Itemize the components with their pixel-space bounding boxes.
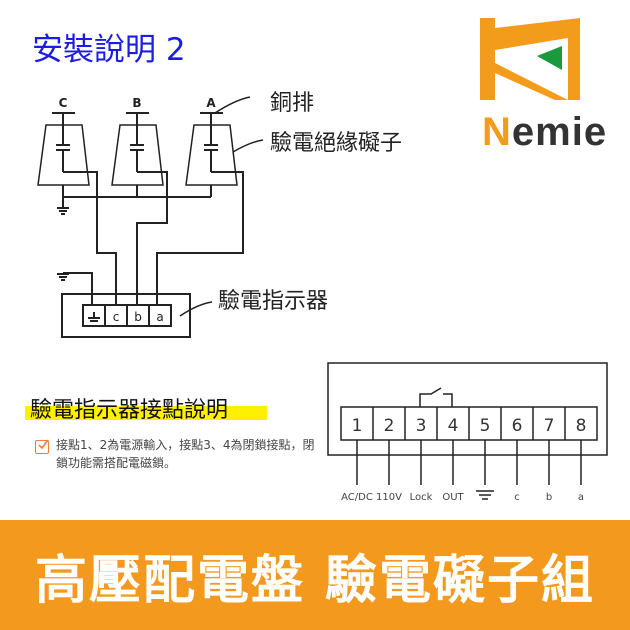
indicator-terminal-a: a bbox=[156, 310, 163, 324]
section-note: 接點1、2為電源輸入，接點3、4為閉鎖接點，閉鎖功能需搭配電磁鎖。 bbox=[56, 438, 315, 470]
switch-icon bbox=[419, 387, 453, 407]
ground-icon bbox=[57, 207, 69, 215]
indicator-terminal-b: b bbox=[134, 310, 142, 324]
terminal-label: Lock bbox=[410, 492, 433, 503]
terminal-number: 7 bbox=[544, 416, 555, 436]
terminal-number: 4 bbox=[448, 416, 459, 436]
phase-c: C bbox=[37, 96, 117, 305]
terminal-number: 3 bbox=[416, 416, 427, 436]
terminal-label: AC/DC bbox=[341, 492, 373, 503]
callout-line bbox=[232, 139, 264, 153]
terminal-label: OUT bbox=[442, 492, 464, 503]
bottom-banner bbox=[0, 520, 630, 630]
terminal-label: 110V bbox=[376, 492, 402, 503]
callout-line bbox=[214, 96, 251, 114]
wiring-diagram: C B A c b a 銅排 驗電絕緣礙子 驗電指示器 1AC/DC 2 110V 3… bbox=[37, 91, 608, 503]
brand-logo bbox=[475, 18, 615, 112]
banner-title: 高壓配電盤 驗電礙子組 bbox=[34, 551, 596, 611]
busbar-label: 銅排 bbox=[270, 91, 314, 116]
terminal-number: 8 bbox=[576, 416, 587, 436]
phase-label-b: B bbox=[132, 96, 141, 110]
phase-label-a: A bbox=[206, 96, 216, 110]
terminal-number: 2 bbox=[384, 416, 395, 436]
page-title: 安裝說明 2 bbox=[32, 32, 186, 68]
indicator-label: 驗電指示器 bbox=[218, 289, 328, 314]
brand-rest: emie bbox=[511, 110, 608, 154]
insulator-label: 驗電絕緣礙子 bbox=[270, 131, 402, 156]
indicator-terminal-c: c bbox=[113, 310, 120, 324]
terminal-label: b bbox=[546, 492, 552, 503]
section-heading: 驗電指示器接點說明 bbox=[30, 398, 229, 423]
phase-label-c: C bbox=[59, 96, 68, 110]
phase-a: A bbox=[156, 96, 244, 305]
ground-icon bbox=[57, 273, 100, 322]
phase-b: B bbox=[111, 96, 168, 305]
brand-initial: N bbox=[482, 110, 512, 154]
callout-line bbox=[179, 301, 213, 317]
terminal-label: c bbox=[514, 492, 520, 503]
brand-name: Nemie bbox=[482, 110, 607, 155]
heading-highlight bbox=[25, 406, 267, 420]
check-icon bbox=[35, 439, 49, 454]
terminal-number: 5 bbox=[480, 416, 491, 436]
logo-mark-icon bbox=[480, 18, 580, 100]
terminal-number: 6 bbox=[512, 416, 523, 436]
terminal-label: a bbox=[578, 492, 584, 503]
terminal-number: 1 bbox=[352, 416, 363, 436]
